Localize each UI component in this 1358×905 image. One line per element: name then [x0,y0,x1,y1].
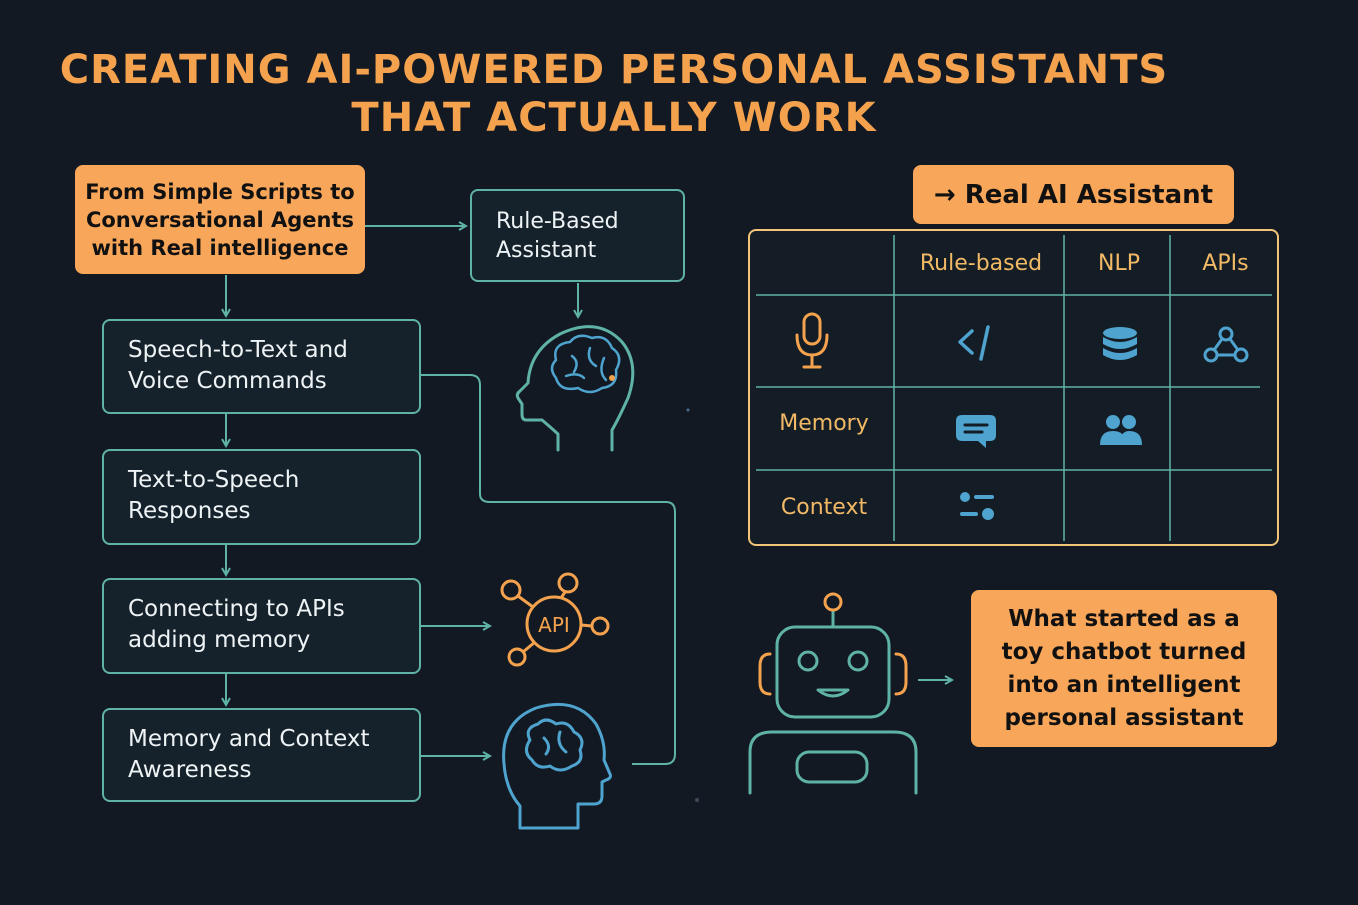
microphone-icon [795,312,829,369]
rule-line-2: Assistant [496,238,597,263]
chat-bubble-icon [956,415,996,448]
step4-line-2: Awareness [128,757,252,783]
comparison-table: Rule-based NLP APIs Memory Context [748,229,1279,546]
head-brain-blue-icon [502,702,612,830]
step2-line-1: Text-to-Speech [128,467,300,493]
table-grid [756,235,1272,541]
intro-box: From Simple Scripts to Conversational Ag… [75,165,365,274]
connector-step1-loop [421,374,676,765]
users-icon [1100,415,1142,445]
row-label-memory: Memory [779,411,869,436]
intro-line-2: Conversational Agents [85,207,355,232]
rule-line-1: Rule-Based [496,209,619,234]
share-nodes-icon [1203,326,1249,363]
row-label-context: Context [780,495,868,520]
database-icon [1103,327,1137,360]
robot-icon [748,610,918,795]
step1-line-2: Voice Commands [128,368,327,394]
sliders-icon [960,492,994,520]
intro-line-1: From Simple Scripts to [85,179,355,204]
step3-line-2: adding memory [128,627,311,653]
api-label: API [538,613,570,637]
title-line-2: THAT ACTUALLY WORK [351,95,877,141]
summary-line-3: into an intelligent [1007,671,1241,698]
col-header-rule-based: Rule-based [919,251,1043,276]
step-connecting-apis: Connecting to APIs adding memory [102,578,421,674]
step-text-to-speech: Text-to-Speech Responses [102,449,421,545]
api-network-icon [500,572,610,667]
col-header-apis: APIs [1202,251,1249,276]
summary-box: What started as a toy chatbot turned int… [971,590,1277,747]
step-speech-to-text: Speech-to-Text and Voice Commands [102,319,421,414]
summary-line-1: What started as a [1008,605,1240,632]
head-brain-icon [515,325,635,452]
real-ai-assistant-label: → Real AI Assistant [913,165,1234,224]
step-memory-context: Memory and Context Awareness [102,708,421,802]
step2-line-2: Responses [128,498,251,524]
step4-line-1: Memory and Context [128,726,370,752]
code-icon [958,325,990,361]
col-header-nlp: NLP [1098,251,1140,276]
summary-line-2: toy chatbot turned [1001,638,1247,665]
step3-line-1: Connecting to APIs [128,596,345,622]
title-line-1: CREATING AI-POWERED PERSONAL ASSISTANTS [59,47,1169,93]
rule-based-box: Rule-Based Assistant [470,189,685,282]
step1-line-1: Speech-to-Text and [128,337,348,363]
intro-line-3: with Real intelligence [91,235,349,260]
summary-line-4: personal assistant [1004,704,1244,731]
